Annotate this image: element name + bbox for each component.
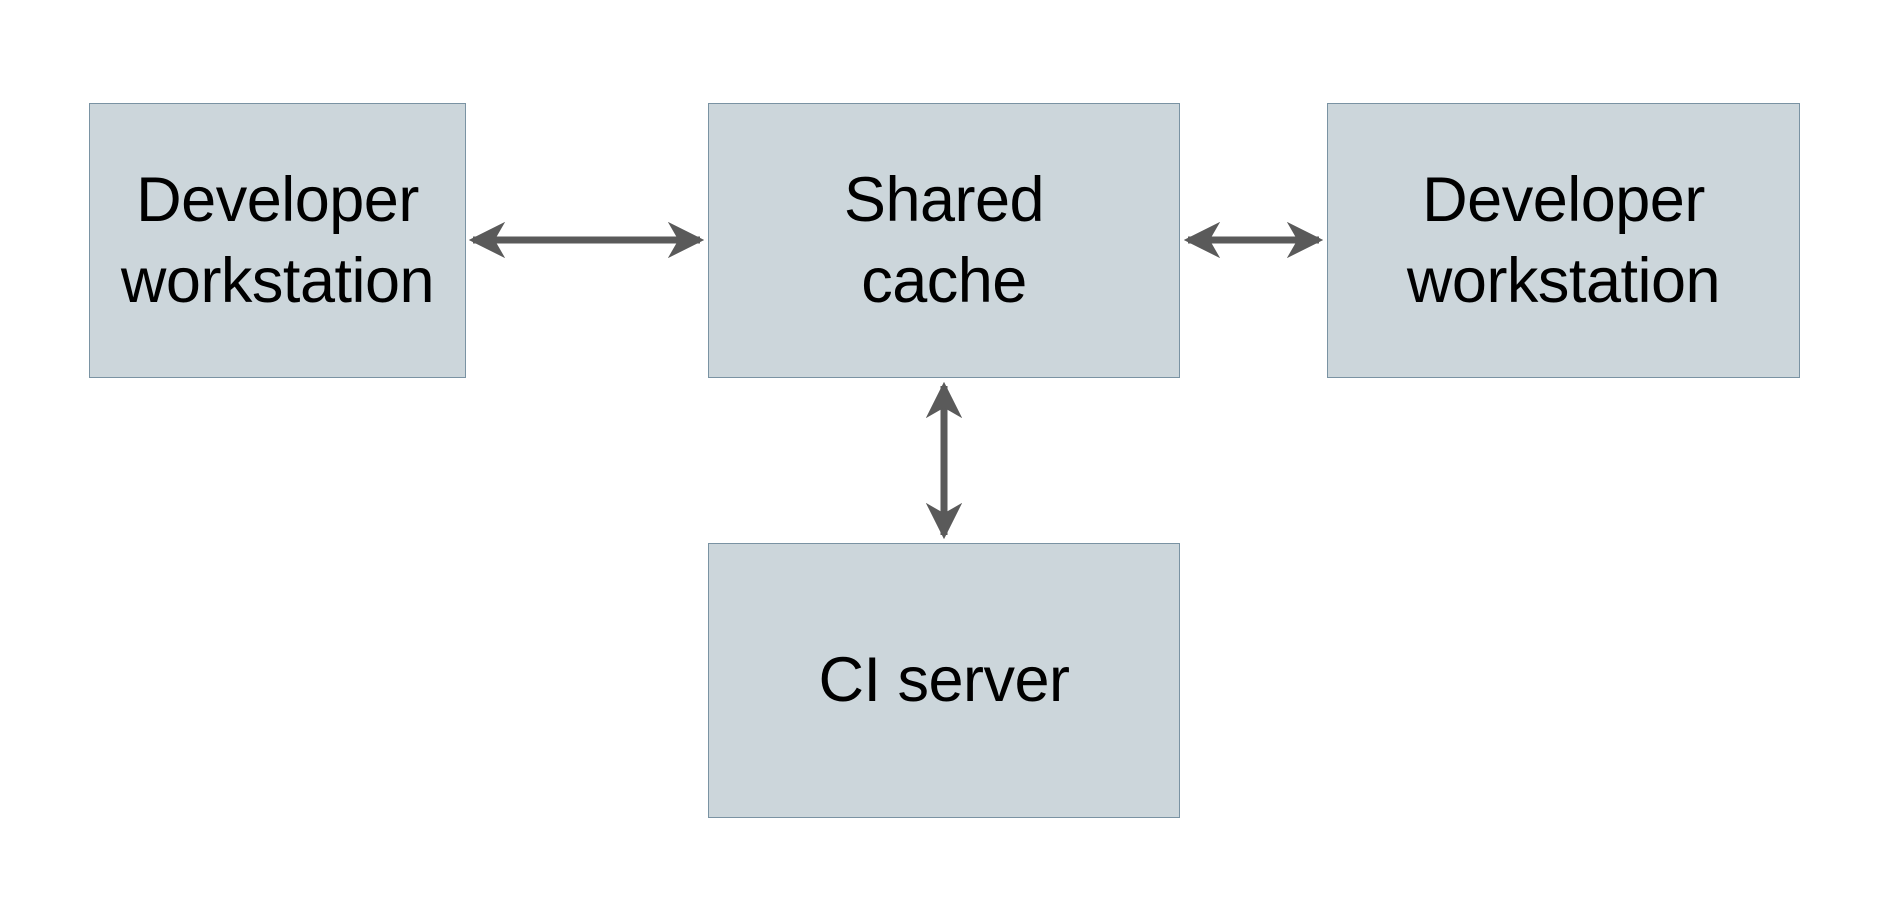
node-developer-workstation-left[interactable]: Developer workstation <box>89 103 466 378</box>
node-shared-cache[interactable]: Shared cache <box>708 103 1180 378</box>
node-label: Shared cache <box>843 164 1045 316</box>
node-ci-server[interactable]: CI server <box>708 543 1180 818</box>
node-label: CI server <box>818 645 1070 716</box>
node-label: Developer workstation <box>120 164 435 316</box>
node-developer-workstation-right[interactable]: Developer workstation <box>1327 103 1800 378</box>
node-label: Developer workstation <box>1406 164 1721 316</box>
